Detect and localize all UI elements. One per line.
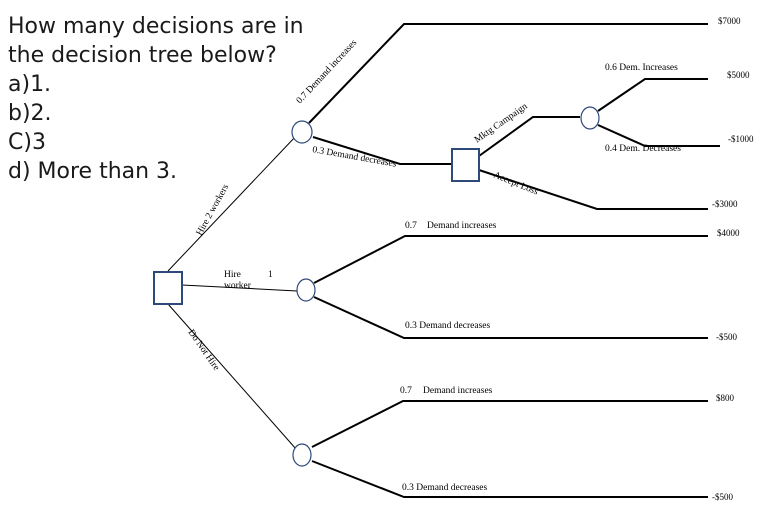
label-d-up: Demand increases [423,386,493,396]
label-a-up: 0.7 Demand increases [295,38,360,106]
question-prompt-line1: How many decisions are in [8,14,304,39]
payoff-1: $7000 [718,16,741,26]
label-hire1-c: worker [224,281,252,291]
payoff-5: $4000 [717,228,740,238]
payoff-6: -$500 [716,332,737,342]
payoff-3: -$1000 [728,134,754,144]
label-c-up: 0.6 Dem. Increases [605,63,678,73]
payoff-8: -$500 [712,492,733,502]
decision-node-2 [451,148,480,182]
branch-a-down [312,136,451,165]
label-a-down: 0.3 Demand decreases [311,145,397,170]
question-prompt-line2: the decision tree below? [8,43,277,68]
option-c: C)3 [8,130,46,155]
label-b-up: Demand increases [427,221,497,231]
label-accept: Accept Loss [492,171,540,198]
branch-d-up [311,400,708,448]
label-c-down: 0.4 Dem. Decreases [605,144,681,154]
label-d-up-prob: 0.7 [400,386,412,396]
option-a: a)1. [8,72,52,97]
chance-node-d [292,443,312,467]
option-d: d) More than 3. [8,159,178,184]
branch-c-down [597,124,720,147]
branch-c-up [597,78,708,112]
branch-b-down [313,296,708,339]
decision-node-root [153,271,183,305]
branch-a-up [308,23,708,124]
branch-hire1 [181,284,298,292]
payoff-2: $5000 [727,70,750,80]
branch-b-up [313,235,708,284]
label-d-down: 0.3 Demand decreases [402,483,488,493]
label-hire1-b: 1 [268,270,273,280]
label-b-up-prob: 0.7 [405,221,417,231]
option-b: b)2. [8,101,52,126]
branch-mktg [478,116,580,157]
label-b-down: 0.3 Demand decreases [405,321,491,331]
branch-hire2 [167,135,297,272]
payoff-4: -$3000 [712,199,738,209]
payoff-7: $800 [716,393,735,403]
chance-node-c [580,106,600,130]
chance-node-b [296,278,316,302]
branch-d-down [311,460,708,498]
branch-donot [167,303,297,450]
chance-node-a [291,120,313,144]
label-hire1-a: Hire [224,270,241,280]
question-text: How many decisions are in the decision t… [8,12,308,186]
branch-accept [478,169,708,210]
label-donot: Do Not Hire [186,328,221,373]
